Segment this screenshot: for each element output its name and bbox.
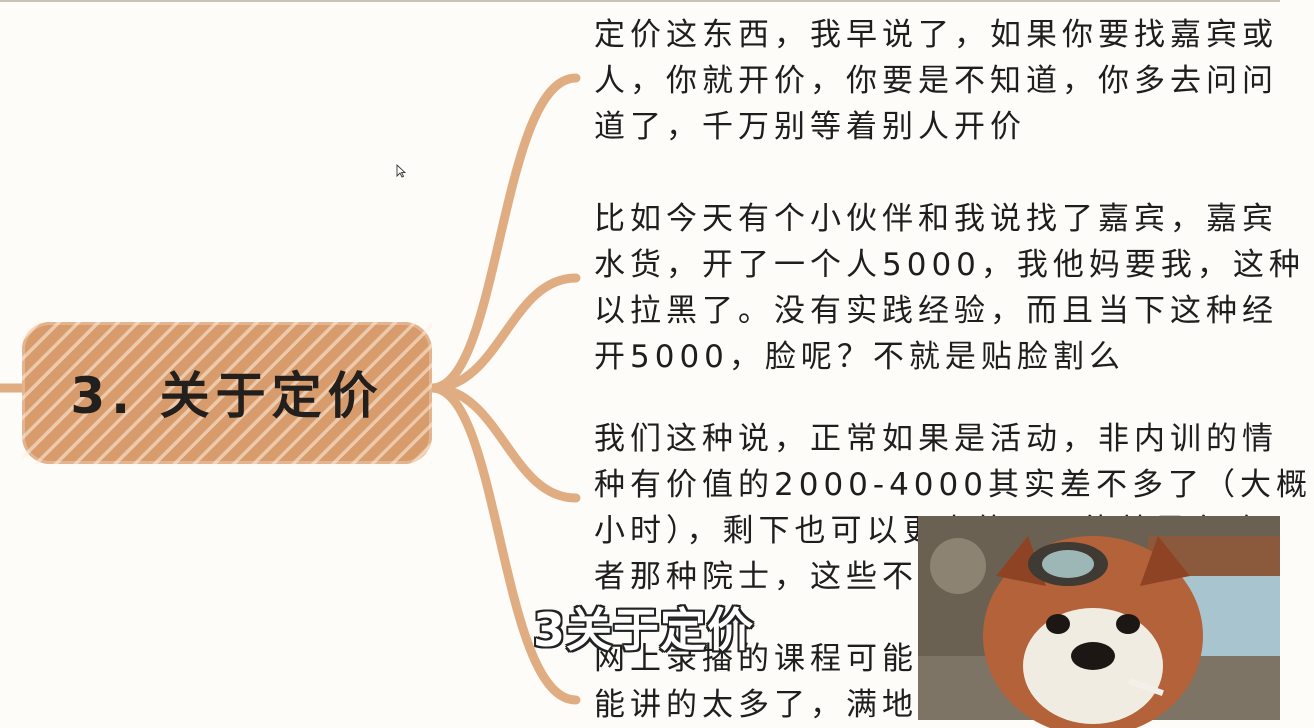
branch-2-line-1: 比如今天有个小伙伴和我说找了嘉宾，嘉宾 <box>594 201 1278 237</box>
central-topic-title: 3. 关于定价 <box>70 367 384 425</box>
video-subtitle-caption: 3关于定价 <box>533 603 755 657</box>
branch-2-line-4: 开5000，脸呢？不就是贴脸割么 <box>594 339 1125 375</box>
branch-connectors <box>0 73 581 705</box>
branch-2-line-3: 以拉黑了。没有实践经验，而且当下这种经 <box>594 293 1278 329</box>
branch-1-text[interactable]: 定价这东西，我早说了，如果你要找嘉宾或 人，你就开价，你要是不知道，你多去问问 … <box>594 12 1314 150</box>
branch-3-line-4: 者那种院士，这些不 <box>594 559 918 595</box>
window-top-border <box>0 0 1280 2</box>
connector-branch-2 <box>427 273 581 393</box>
branch-1-line-3: 道了，千万别等着别人开价 <box>594 109 1026 145</box>
branch-2-text[interactable]: 比如今天有个小伙伴和我说找了嘉宾，嘉宾 水货，开了一个人5000，我他妈要我，这… <box>594 196 1314 380</box>
branch-2-line-2: 水货，开了一个人5000，我他妈要我，这种 <box>594 247 1305 283</box>
connector-branch-4 <box>427 383 581 705</box>
mouse-cursor-icon <box>396 163 407 178</box>
red-panda-avatar-icon <box>918 516 1280 728</box>
connector-branch-1 <box>427 73 581 393</box>
central-topic-node[interactable]: 3. 关于定价 <box>22 322 432 464</box>
branch-4-line-2: 能讲的太多了，满地 <box>594 687 918 723</box>
branch-4-text[interactable]: 网上录播的课程可能 能讲的太多了，满地 <box>594 636 1314 728</box>
branch-4-line-1: 网上录播的课程可能 <box>594 641 918 677</box>
branch-3-line-2: 种有价值的2000-4000其实差不多了（大概 <box>594 467 1312 503</box>
branch-1-line-2: 人，你就开价，你要是不知道，你多去问问 <box>594 63 1278 99</box>
branch-3-line-1: 我们这种说，正常如果是活动，非内训的情 <box>594 421 1278 457</box>
connector-branch-3 <box>427 383 581 503</box>
branch-1-line-1: 定价这东西，我早说了，如果你要找嘉宾或 <box>594 17 1278 53</box>
